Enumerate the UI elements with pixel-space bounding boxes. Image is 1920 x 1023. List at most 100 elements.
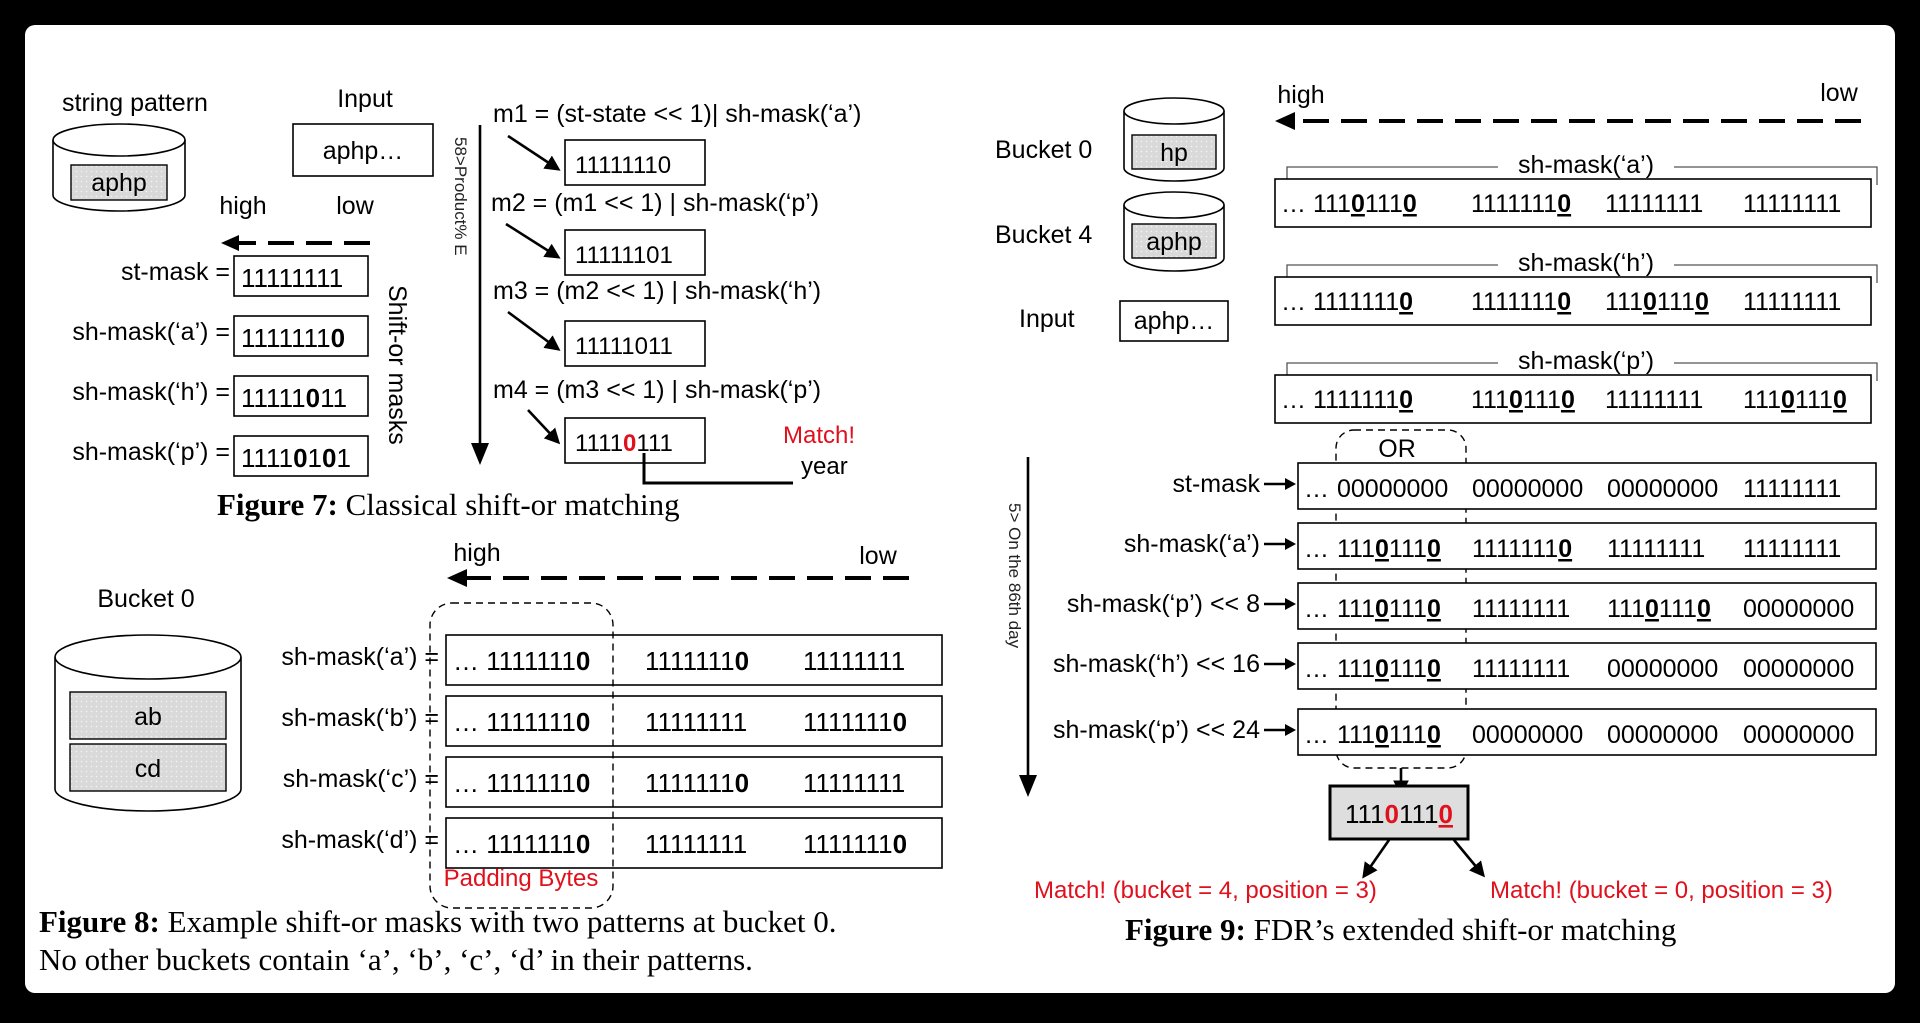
ellipsis: …	[1304, 655, 1329, 683]
step2-eq: m2 = (m1 << 1) | sh-mask(‘p’)	[491, 189, 819, 217]
or-byte: 00000000	[1472, 721, 1583, 749]
pattern-ab: ab	[134, 703, 162, 731]
or-row-box	[1297, 462, 1877, 510]
match-right: Match! (bucket = 0, position = 3)	[1490, 877, 1833, 904]
result-box	[1328, 784, 1470, 841]
mask-byte: 11101110	[1743, 386, 1847, 414]
or-byte: 00000000	[1743, 595, 1854, 623]
high-label: high	[219, 192, 266, 220]
or-byte: 00000000	[1472, 475, 1583, 503]
year-label: year	[801, 453, 848, 480]
sh-mask-p-value: 11110101	[241, 443, 351, 473]
byte1: … 11111110	[453, 829, 590, 859]
row-label: sh-mask(‘a’) =	[281, 643, 439, 671]
byte3: 11111111	[803, 768, 905, 798]
bucket0-label: Bucket 0	[995, 136, 1092, 164]
or-byte: 11101110	[1337, 595, 1441, 623]
or-row-box	[1297, 642, 1877, 690]
step3-result: 11111011	[575, 333, 673, 360]
sh-mask-h-value: 11111011	[241, 383, 347, 413]
mask-rows: st-mask = 11111111 sh-mask(‘a’) = 111111…	[72, 255, 369, 477]
byte1: … 11111110	[453, 707, 590, 737]
or-row-box	[1297, 582, 1877, 630]
high-label: high	[453, 539, 500, 567]
mask-row-box	[445, 634, 943, 686]
figure9-caption: Figure 9: FDR’s extended shift-or matchi…	[1125, 912, 1676, 947]
or-byte: 11111111	[1472, 595, 1570, 623]
figure8-caption-line1: Figure 8: Example shift-or masks with tw…	[39, 904, 837, 939]
step2-result: 11111101	[575, 242, 673, 269]
result-value: 11101110	[1345, 799, 1453, 829]
string-pattern-label: string pattern	[62, 89, 208, 117]
or-byte: 11111111	[1472, 655, 1570, 683]
or-byte: 00000000	[1607, 721, 1718, 749]
byte1: … 11111110	[453, 768, 590, 798]
mask-row-box	[1274, 374, 1872, 424]
or-byte: 11101110	[1337, 655, 1441, 683]
or-byte: 11101110	[1607, 595, 1711, 623]
st-mask-label: st-mask =	[121, 258, 230, 286]
step3-eq: m3 = (m2 << 1) | sh-mask(‘h’)	[493, 277, 821, 305]
mask-title: sh-mask(‘p’)	[1518, 347, 1654, 375]
row-label: sh-mask(‘p’) << 24	[1053, 716, 1260, 744]
step4-eq: m4 = (m3 << 1) | sh-mask(‘p’)	[493, 376, 821, 404]
or-byte: 11111111	[1743, 535, 1841, 563]
or-byte: 00000000	[1743, 721, 1854, 749]
mask-byte: … 11101110	[1281, 190, 1417, 218]
or-byte: 00000000	[1607, 475, 1718, 503]
byte2: 11111110	[645, 646, 749, 676]
rotated-note: 5> On the 86th day	[1005, 503, 1024, 649]
rotated-note: 58>Product% E	[451, 137, 470, 256]
mask-byte: 11111110	[1471, 190, 1571, 218]
figure8: Bucket 0 ab cd high low sh-mask(‘a’) =… …	[39, 539, 943, 977]
high-label: high	[1277, 81, 1324, 109]
sh-mask-h-label: sh-mask(‘h’) =	[72, 378, 230, 406]
byte3: 11111110	[803, 829, 907, 859]
low-label: low	[1820, 79, 1858, 107]
or-byte: 11111110	[1472, 535, 1572, 563]
byte2: 11111111	[645, 829, 747, 859]
mask-row-box	[445, 817, 943, 869]
mask-byte: 11111111	[1743, 288, 1841, 316]
figure8-caption-line2: No other buckets contain ‘a’, ‘b’, ‘c’, …	[39, 942, 753, 977]
diagram-svg: string pattern aphp Input aphp… high low…	[39, 79, 1878, 977]
or-row-box	[1297, 708, 1877, 756]
figure9: Bucket 0 hp Bucket 4 aphp Input aphp… hi…	[995, 79, 1878, 947]
match-left: Match! (bucket = 4, position = 3)	[1034, 877, 1377, 904]
mask-row-box	[1274, 178, 1872, 228]
input-label: Input	[1019, 305, 1075, 333]
figure-canvas: string pattern aphp Input aphp… high low…	[25, 25, 1895, 993]
pattern-value: aphp	[91, 169, 147, 197]
row-label: sh-mask(‘d’) =	[281, 826, 439, 854]
ellipsis: …	[1304, 475, 1329, 503]
mask-byte: 11111111	[1743, 190, 1841, 218]
row-label: sh-mask(‘a’)	[1124, 530, 1260, 558]
or-byte: 11101110	[1337, 535, 1441, 563]
row-label: sh-mask(‘c’) =	[283, 765, 439, 793]
mask-byte: 11101110	[1605, 288, 1709, 316]
mask-byte: 11111111	[1605, 386, 1703, 414]
byte3: 11111111	[803, 646, 905, 676]
or-byte: 00000000	[1743, 655, 1854, 683]
row-label: sh-mask(‘p’) << 8	[1067, 590, 1260, 618]
mask-byte: … 11111110	[1281, 386, 1413, 414]
pattern-cd: cd	[135, 755, 161, 783]
step1-result: 11111110	[575, 152, 671, 179]
input-label: Input	[337, 85, 393, 113]
or-byte: 11111111	[1607, 535, 1705, 563]
bucket0-label: Bucket 0	[97, 585, 194, 613]
byte3: 11111110	[803, 707, 907, 737]
bucket0-pattern: hp	[1160, 139, 1188, 167]
bucket0-cylinder: ab cd	[54, 634, 242, 812]
or-byte: 11111111	[1743, 475, 1841, 503]
or-byte: 11101110	[1337, 721, 1441, 749]
sh-mask-p-label: sh-mask(‘p’) =	[72, 438, 230, 466]
byte1: … 11111110	[453, 646, 590, 676]
mask-byte: 11111111	[1605, 190, 1703, 218]
st-mask-value: 11111111	[241, 263, 343, 293]
or-label: OR	[1378, 435, 1416, 463]
mask-rows: sh-mask(‘a’) = … 11111110 11111110 11111111…	[281, 634, 943, 869]
match-label: Match!	[783, 422, 855, 449]
